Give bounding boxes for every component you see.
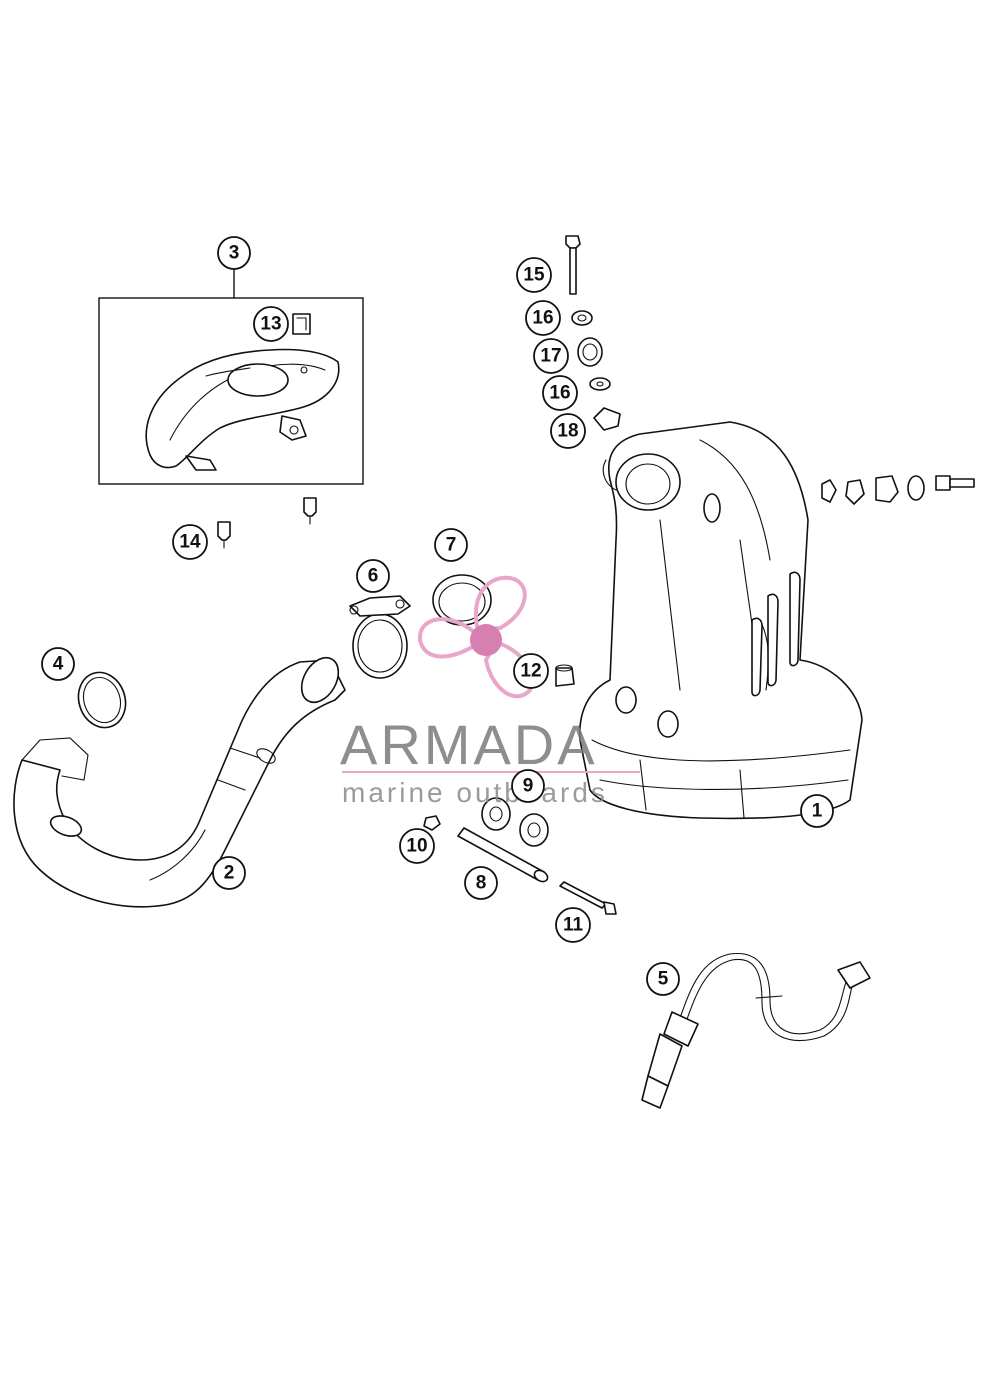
callout-7: 7 [434, 528, 468, 562]
callout-9-label: 9 [523, 776, 534, 797]
callout-5: 5 [646, 962, 680, 996]
heat-shield-part [145, 348, 340, 471]
callout-16a: 16 [525, 300, 561, 336]
clamp-6-part [349, 595, 411, 679]
callout-8: 8 [464, 866, 498, 900]
callout-11: 11 [555, 907, 591, 943]
callout-3-label: 3 [229, 243, 240, 264]
callout-1: 1 [800, 794, 834, 828]
callout-9: 9 [511, 769, 545, 803]
callout-16b: 16 [542, 375, 578, 411]
watermark-logo: ARMADA marine outboards [340, 575, 640, 808]
lambda-sensor-5-part [641, 952, 871, 1109]
callout-2: 2 [212, 856, 246, 890]
callout-16a-label: 16 [532, 308, 553, 329]
callout-10-label: 10 [406, 836, 427, 857]
clip-13-part [292, 313, 311, 335]
callout-2-label: 2 [224, 863, 235, 884]
callout-18-label: 18 [557, 421, 578, 442]
watermark-title: ARMADA [340, 713, 598, 776]
screw-14-part [217, 497, 317, 549]
callout-10: 10 [399, 828, 435, 864]
bolt-stack-parts [565, 235, 621, 431]
callout-12: 12 [513, 653, 549, 689]
callout-13-label: 13 [260, 314, 281, 335]
callout-1-label: 1 [812, 801, 823, 822]
muffler-1-part [579, 421, 863, 820]
callout-7-label: 7 [446, 535, 457, 556]
callout-17: 17 [533, 338, 569, 374]
callout-8-label: 8 [476, 873, 487, 894]
propeller-icon [417, 575, 535, 699]
heat-shield-assembly [98, 268, 364, 485]
header-pipe-2-part [13, 656, 346, 908]
callout-15-label: 15 [523, 265, 545, 286]
callout-4-label: 4 [53, 654, 64, 675]
callout-16b-label: 16 [549, 383, 570, 404]
watermark-subtitle: marine outboards [342, 777, 608, 808]
callout-11-label: 11 [563, 915, 584, 936]
callout-15: 15 [516, 257, 552, 293]
side-fasteners-parts [821, 475, 975, 505]
grommet-12-part [555, 664, 575, 687]
bushings-9-part [481, 797, 549, 847]
callout-13: 13 [253, 306, 289, 342]
callout-5-label: 5 [658, 969, 669, 990]
callout-4: 4 [41, 647, 75, 681]
callout-labels: 1 2 3 4 5 6 7 8 [41, 236, 834, 996]
callout-14: 14 [172, 524, 208, 560]
bolt-11-part [559, 881, 617, 915]
callout-14-label: 14 [179, 532, 201, 553]
callout-3: 3 [217, 236, 251, 270]
nut-10-part [423, 815, 441, 831]
callout-12-label: 12 [520, 661, 541, 682]
callout-6: 6 [356, 559, 390, 593]
gasket-4-part [77, 671, 127, 729]
callout-17-label: 17 [540, 346, 561, 367]
callout-18: 18 [550, 413, 586, 449]
callout-6-label: 6 [368, 566, 379, 587]
tube-8-part [457, 827, 549, 883]
